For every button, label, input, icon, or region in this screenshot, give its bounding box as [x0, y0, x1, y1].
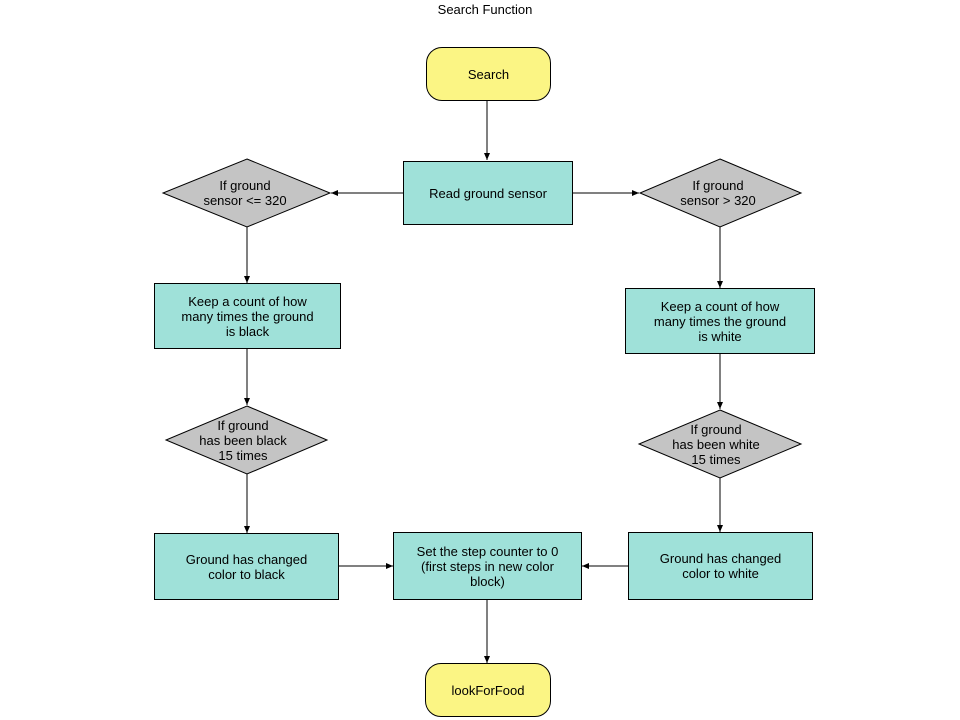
changed-white-box: Ground has changed color to white: [628, 532, 813, 600]
decision-sensor-high-label: If ground sensor > 320: [680, 178, 756, 208]
decision-black-15-label: If ground has been black 15 times: [199, 417, 287, 463]
count-white-box: Keep a count of how many times the groun…: [625, 288, 815, 354]
read-sensor-box: Read ground sensor: [403, 161, 573, 225]
decision-sensor-low-label: If ground sensor <= 320: [203, 178, 287, 208]
start-terminal: Search: [426, 47, 551, 101]
count-black-box: Keep a count of how many times the groun…: [154, 283, 341, 349]
changed-black-box: Ground has changed color to black: [154, 533, 339, 600]
end-terminal: lookForFood: [425, 663, 551, 717]
decision-white-15-label: If ground has been white 15 times: [672, 421, 760, 467]
diagram-title: Search Function: [437, 2, 533, 17]
reset-counter-box: Set the step counter to 0 (first steps i…: [393, 532, 582, 600]
